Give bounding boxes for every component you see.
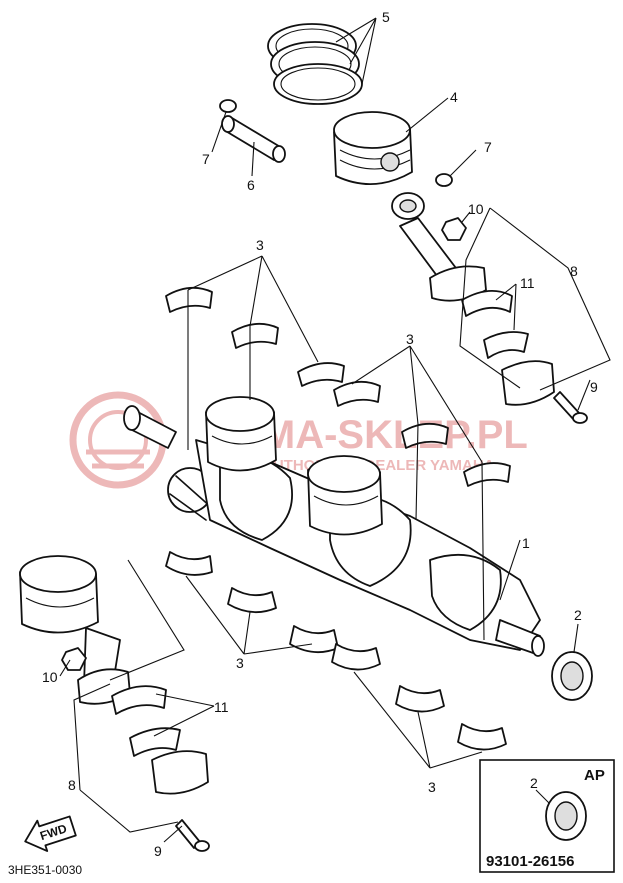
watermark-logo (69, 391, 167, 489)
inset-oil-seal (545, 791, 587, 841)
callout-1: 1 (522, 535, 530, 551)
rod-nut-lower (61, 647, 87, 671)
main-bearings-upper-left (165, 286, 345, 387)
main-bearings-upper-right (333, 380, 511, 487)
rod-cap-upper (501, 360, 555, 406)
callout-8-lower: 8 (68, 777, 76, 793)
callout-5: 5 (382, 9, 390, 25)
callout-11-lower: 11 (214, 699, 229, 715)
crankshaft (123, 405, 545, 657)
forward-arrow: FWD (24, 815, 77, 852)
callout-2: 2 (574, 607, 582, 623)
callout-9-upper: 9 (590, 379, 598, 395)
inset-tag: AP (584, 767, 605, 784)
inset-box: AP 2 93101-26156 (479, 759, 615, 873)
piston-assembly-right (307, 455, 383, 536)
callout-6: 6 (247, 177, 255, 193)
main-bearings-lower-right (331, 643, 507, 751)
connecting-rod-upper (391, 192, 487, 302)
circlip-left (219, 99, 237, 113)
callout-10-upper: 10 (468, 201, 484, 217)
rod-bolt-lower (175, 819, 210, 852)
rod-bearing-lower-a (111, 685, 167, 715)
rod-bolt-upper (553, 391, 588, 424)
inset-callout-2: 2 (530, 775, 538, 791)
rod-bearing-upper-b (483, 331, 529, 359)
piston-lower-left (19, 555, 99, 634)
callout-9-lower: 9 (154, 843, 162, 859)
callout-8-upper: 8 (570, 263, 578, 279)
callouts: 5 4 7 6 7 10 8 11 9 3 3 1 2 3 3 10 11 8 … (42, 9, 598, 859)
callout-3-lower-right: 3 (428, 779, 436, 795)
callout-3-lower-left: 3 (236, 655, 244, 671)
callout-3-upper-right: 3 (406, 331, 414, 347)
callout-7-left: 7 (202, 151, 210, 167)
callout-11-upper: 11 (520, 275, 535, 291)
piston (333, 111, 413, 185)
piston-rings (267, 23, 363, 105)
piston-pin (221, 115, 286, 163)
callout-7-right: 7 (484, 139, 492, 155)
drawing-code: 3HE351-0030 (8, 863, 82, 877)
rod-nut-upper (441, 217, 467, 241)
callout-3-upper-left: 3 (256, 237, 264, 253)
rod-cap-lower (151, 750, 209, 795)
callout-4: 4 (450, 89, 458, 105)
callout-10-lower: 10 (42, 669, 58, 685)
oil-seal (551, 651, 593, 701)
leader-lines (59, 17, 611, 843)
circlip-right (435, 173, 453, 187)
piston-assembly-left (205, 396, 277, 472)
watermark: YAMA-SKLEP.PL AUTHORIZED DEALER YAMAHA (69, 391, 528, 489)
inset-part-number: 93101-26156 (486, 853, 574, 870)
rod-bearing-lower-b (129, 727, 181, 757)
